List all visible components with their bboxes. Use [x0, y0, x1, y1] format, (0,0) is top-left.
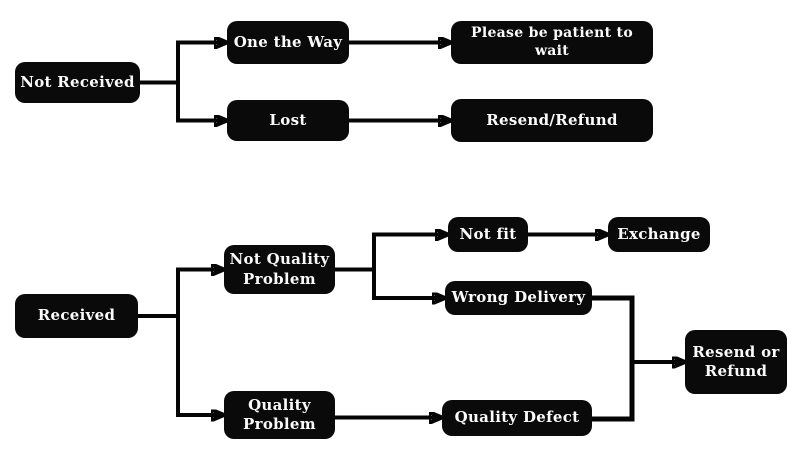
node-not-quality-problem: Not Quality Problem — [224, 245, 335, 294]
edge-notreceived-onetheway — [140, 43, 226, 85]
node-resend-or-refund: Resend or Refund — [685, 330, 787, 394]
node-lost: Lost — [227, 100, 349, 141]
node-please-be-patient: Please be patient to wait — [451, 21, 653, 64]
node-not-fit: Not fit — [448, 217, 528, 252]
node-resend-refund: Resend/Refund — [451, 99, 653, 142]
node-not-received: Not Received — [15, 62, 140, 103]
node-quality-problem: Quality Problem — [224, 391, 335, 439]
edge-notqualityproblem-notfit — [335, 235, 447, 272]
edge-received-notqualityproblem — [138, 270, 223, 318]
edge-received-qualityproblem — [176, 316, 223, 415]
node-received: Received — [15, 294, 138, 338]
node-quality-defect: Quality Defect — [442, 400, 592, 436]
edge-notqualityproblem-wrongdelivery — [372, 269, 444, 299]
node-exchange: Exchange — [608, 217, 710, 252]
node-wrong-delivery: Wrong Delivery — [445, 281, 592, 315]
edge-merge-rail — [592, 295, 635, 422]
node-one-the-way: One the Way — [227, 21, 349, 64]
edge-notreceived-lost — [176, 82, 226, 121]
